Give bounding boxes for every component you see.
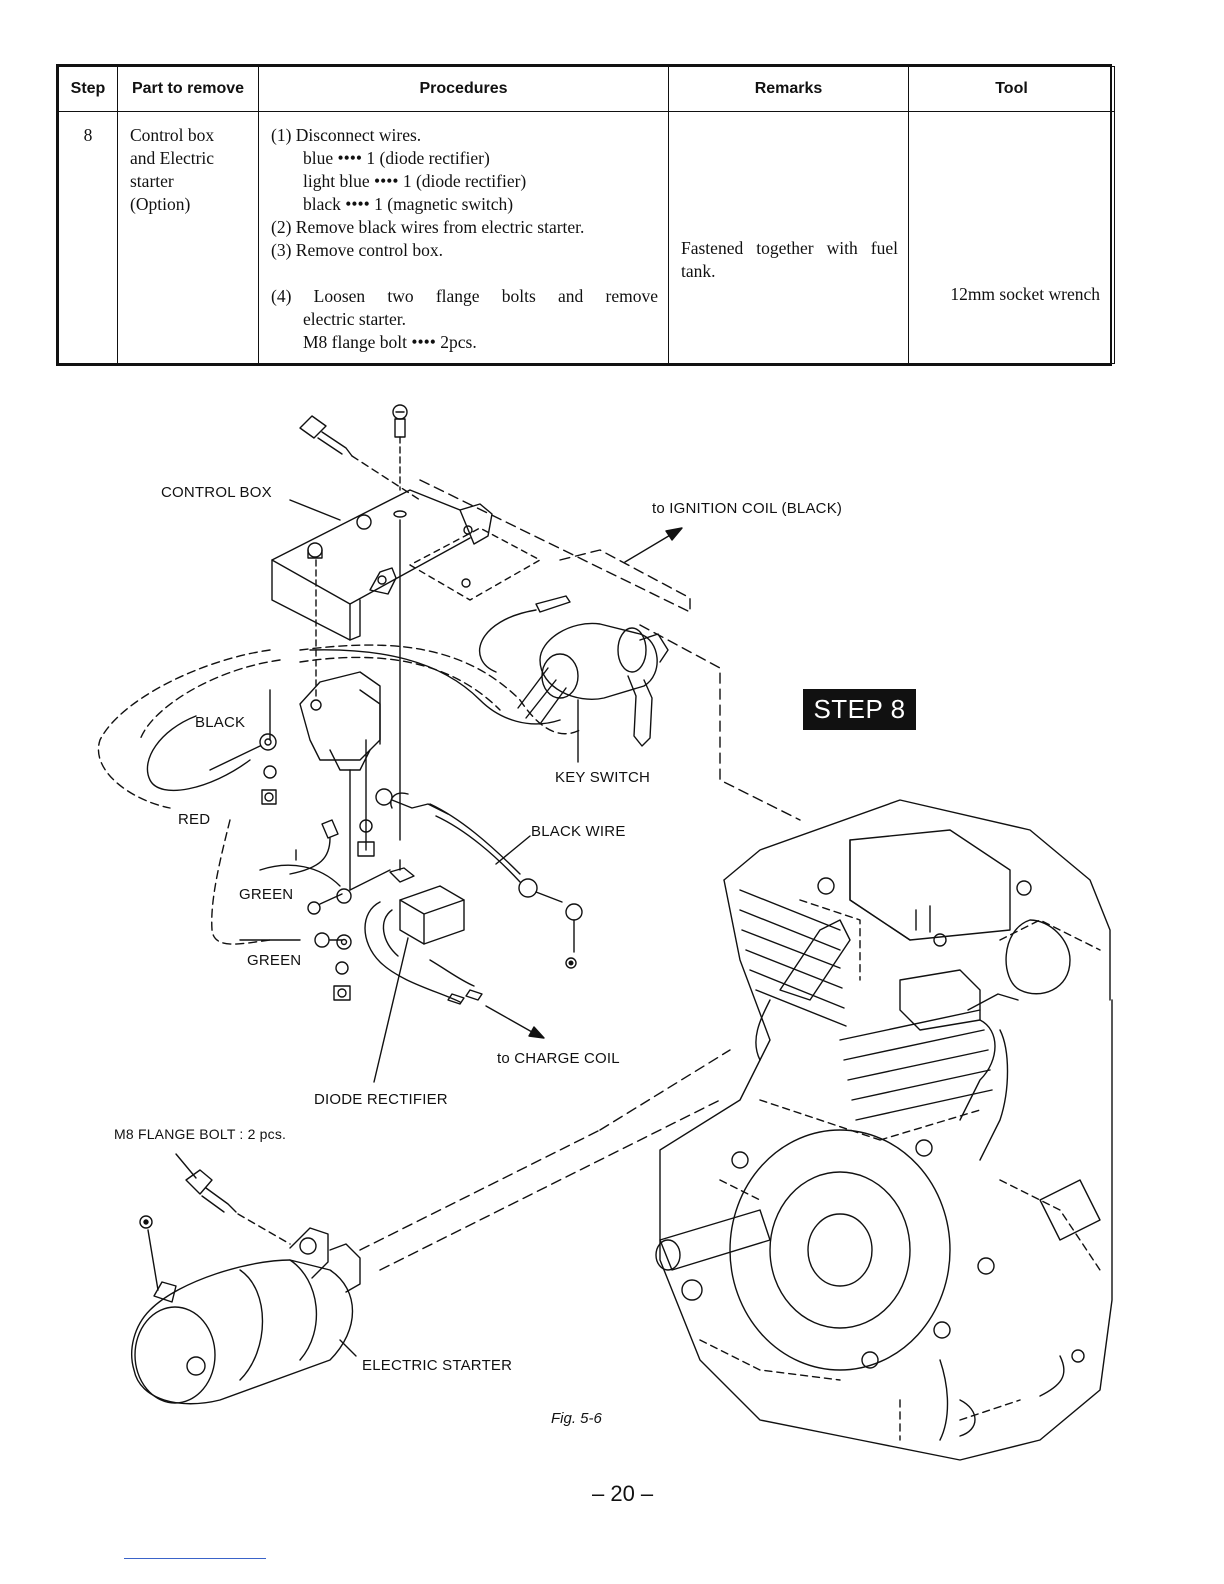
bolt-icon [299,415,421,501]
part-cell: Control box and Electric starter (Option… [117,111,259,364]
table-header-row: Step Part to remove Procedures Remarks T… [58,66,1115,112]
remarks-cell: Fastened together with fuel tank. [668,111,909,364]
engine-hidden-lines [699,899,1101,1441]
part-line: (Option) [130,194,191,214]
step-badge: STEP 8 [803,689,916,730]
table-row: 8 Control box and Electric starter (Opti… [58,111,1115,364]
procedure-line: black •••• 1 (magnetic switch) [303,194,514,214]
red-wire-drawing [289,819,339,875]
procedure-table: Step Part to remove Procedures Remarks T… [56,64,1115,366]
step-cell: 8 [58,111,118,364]
part-line: starter [130,171,174,191]
header-tool: Tool [908,66,1115,112]
label-charge-coil: to CHARGE COIL [497,1050,620,1067]
label-black: BLACK [195,714,246,731]
electric-starter-drawing [131,1227,361,1405]
diode-rectifier-drawing [364,859,533,1033]
flange-bolt-icon [139,1153,291,1291]
black-wire-drawing [375,788,583,969]
label-control-box: CONTROL BOX [161,484,272,501]
label-green-1: GREEN [239,886,294,903]
figure-caption: Fig. 5-6 [551,1410,602,1427]
footer-rule [124,1558,266,1559]
wire-harness [97,644,581,945]
engine-drawing [655,799,1113,1461]
key-switch-drawing [479,595,669,763]
page-number: – 20 – [592,1481,654,1506]
arrow-icon [528,1026,545,1039]
tool-text: 12mm socket wrench [950,284,1100,304]
label-green-2: GREEN [247,952,302,969]
alignment-line [359,1049,731,1271]
label-electric-starter: ELECTRIC STARTER [362,1357,513,1374]
nut-icon [357,819,375,857]
part-line: and Electric [130,148,215,168]
label-diode-rectifier: DIODE RECTIFIER [314,1091,448,1108]
label-ignition-coil: to IGNITION COIL (BLACK) [652,500,843,517]
procedure-line: electric starter. [303,309,406,329]
magnetic-switch-drawing [269,671,381,891]
label-red: RED [178,811,211,828]
leader-line [373,937,409,1083]
leader-line [495,835,531,865]
control-box-drawing [271,479,801,841]
header-part: Part to remove [117,66,259,112]
procedure-line: blue •••• 1 (diode rectifier) [303,148,490,168]
procedure-line: M8 flange bolt •••• 2pcs. [303,332,477,352]
label-key-switch: KEY SWITCH [555,769,651,786]
leader-line [289,499,341,521]
part-line: Control box [130,125,215,145]
procedure-step-3: (3) Remove control box. [271,240,444,260]
procedure-step-1: (1) Disconnect wires. [271,125,422,145]
header-step: Step [58,66,118,112]
label-black-wire: BLACK WIRE [531,823,626,840]
header-remarks: Remarks [668,66,909,112]
terminal-icon [209,733,277,805]
screw-icon [392,404,408,491]
arrow-icon [624,527,683,563]
label-flange-bolt: M8 FLANGE BOLT : 2 pcs. [114,1126,287,1142]
procedure-step-2: (2) Remove black wires from electric sta… [271,217,585,237]
tool-cell: 12mm socket wrench [908,111,1115,364]
remark-text: Fastened together with fuel tank. [681,238,898,281]
procedures-cell: (1) Disconnect wires. blue •••• 1 (diode… [258,111,669,364]
header-procedures: Procedures [258,66,669,112]
procedure-line: light blue •••• 1 (diode rectifier) [303,171,527,191]
procedure-step-4: (4) Loosen two flange bolts and remove [271,286,658,306]
